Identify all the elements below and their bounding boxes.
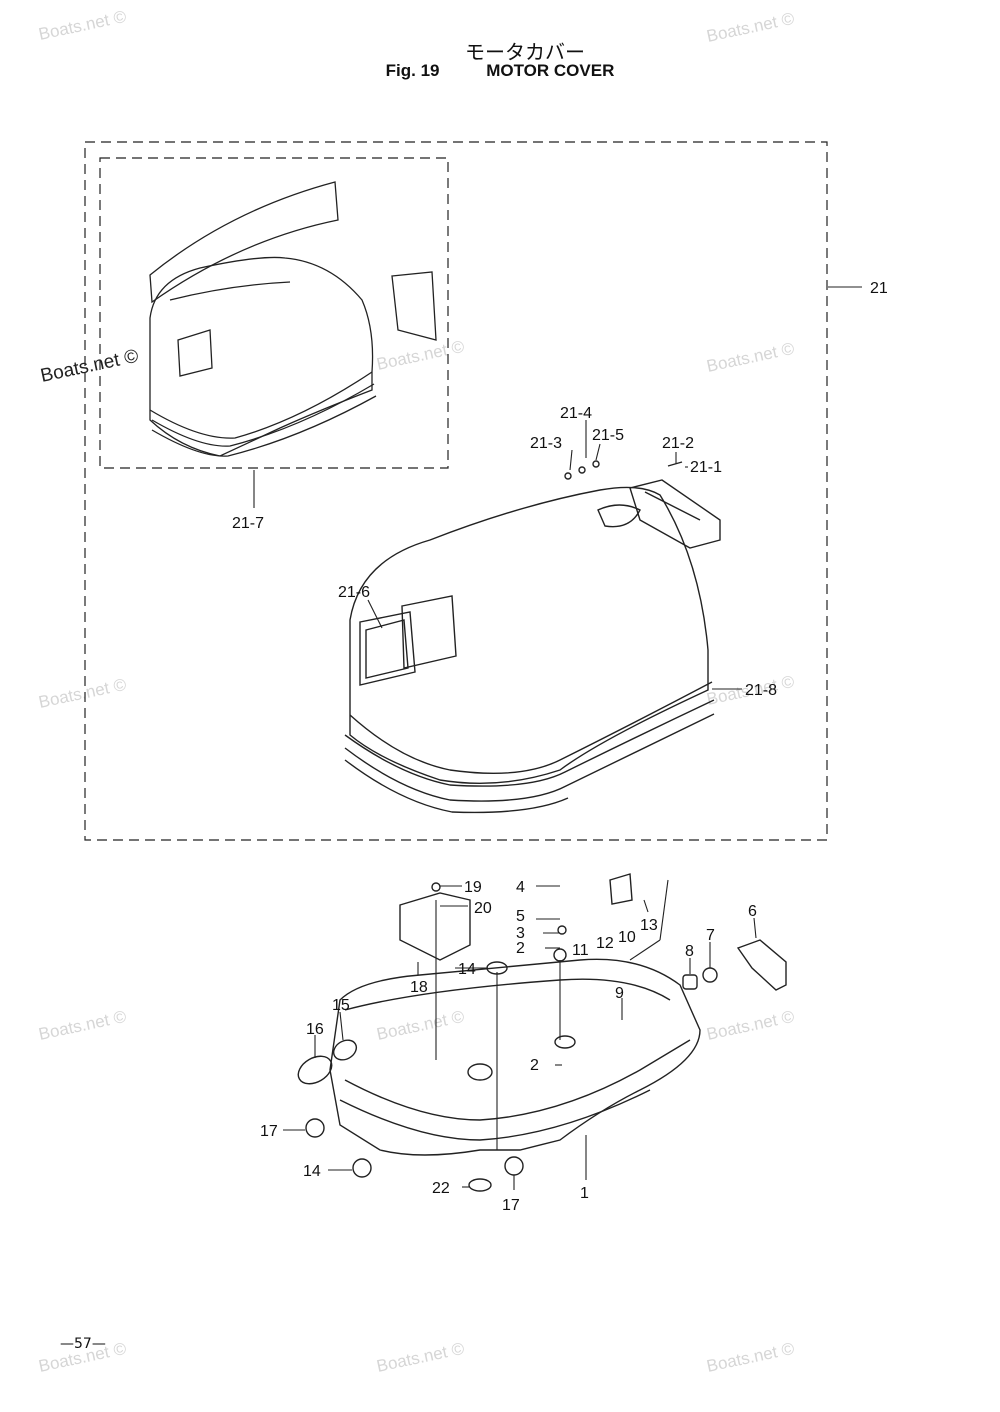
callout-7: 7 (706, 927, 715, 944)
assembly-21-box (84, 141, 828, 841)
watermark: Boats.net © (375, 337, 467, 374)
callout-9: 9 (615, 985, 624, 1002)
watermark: Boats.net © (375, 1339, 467, 1376)
callout-21-4: 21-4 (560, 405, 592, 422)
callout-21-3: 21-3 (530, 435, 562, 452)
callout-2-bottom: 2 (530, 1057, 539, 1074)
decal-set-drawing (149, 181, 437, 457)
title-japanese: モータカバー (465, 40, 585, 64)
callout-21-6: 21-6 (338, 584, 370, 601)
callout-17-left: 17 (260, 1123, 278, 1140)
watermark: Boats.net © (37, 7, 129, 44)
callout-15: 15 (332, 997, 350, 1014)
callout-2-top: 2 (516, 940, 525, 957)
callout-16: 16 (306, 1021, 324, 1038)
watermark-dark: Boats.net © (39, 346, 141, 387)
callout-labels: 21 21-7 21-4 21-3 21-5 21-2 21-1 21-6 21… (232, 280, 888, 1214)
callout-17-bottom: 17 (502, 1197, 520, 1214)
callout-21-2: 21-2 (662, 435, 694, 452)
callout-3: 3 (516, 925, 525, 942)
callout-8: 8 (685, 943, 694, 960)
figure-name: MOTOR COVER (486, 61, 615, 80)
assembly-21-7-box (99, 157, 449, 469)
figure-title: Fig. 19 MOTOR COVER (0, 61, 1000, 81)
callout-21-7: 21-7 (232, 515, 264, 532)
figure-number: Fig. 19 (385, 61, 440, 80)
callout-21: 21 (870, 280, 888, 297)
page-number: —57— (60, 1336, 106, 1352)
watermark: Boats.net © (37, 1007, 129, 1044)
callout-19: 19 (464, 879, 482, 896)
callout-14-top: 14 (458, 961, 476, 978)
watermarks: Boats.net © Boats.net © Boats.net © Boat… (37, 7, 797, 1376)
watermark: Boats.net © (705, 339, 797, 376)
callout-10: 10 (618, 929, 636, 946)
watermark: Boats.net © (705, 1007, 797, 1044)
callout-4: 4 (516, 879, 525, 896)
callout-21-8: 21-8 (745, 682, 777, 699)
callout-20: 20 (474, 900, 492, 917)
watermark: Boats.net © (705, 1339, 797, 1376)
callout-22: 22 (432, 1180, 450, 1197)
callout-11: 11 (572, 942, 589, 959)
watermark: Boats.net © (705, 9, 797, 46)
callout-13: 13 (640, 917, 658, 934)
callout-21-1: 21-1 (690, 459, 722, 476)
callout-1: 1 (580, 1185, 589, 1202)
callout-18: 18 (410, 979, 428, 996)
callout-14-bottom: 14 (303, 1163, 321, 1180)
callout-6: 6 (748, 903, 757, 920)
motor-cover-drawing (344, 460, 721, 814)
callout-12: 12 (596, 935, 614, 952)
bottom-cover-drawing (297, 873, 787, 1192)
watermark: Boats.net © (375, 1007, 467, 1044)
watermark: Boats.net © (37, 675, 129, 712)
callout-21-5: 21-5 (592, 427, 624, 444)
leader-lines (253, 286, 862, 1190)
callout-5: 5 (516, 908, 525, 925)
